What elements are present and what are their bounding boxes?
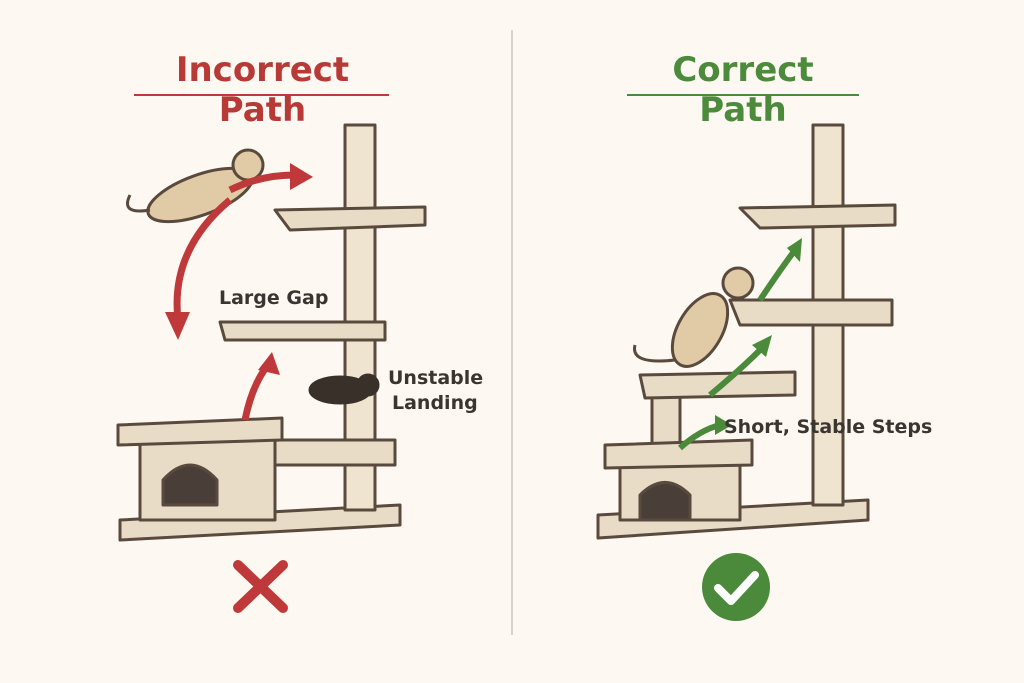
cat-tree-incorrect: [116, 123, 427, 542]
arrow-head: [787, 238, 802, 262]
title-underline: [627, 94, 859, 96]
red-x-icon: [233, 560, 288, 613]
incorrect-path-title: Incorrect Path: [175, 50, 350, 130]
title-underline: [134, 94, 389, 96]
stable-steps-label: Short, Stable Steps: [724, 416, 933, 438]
climbing-cat: [633, 266, 755, 368]
green-check-icon: [702, 553, 770, 621]
arrow-head: [290, 163, 313, 190]
arrow-head: [258, 352, 280, 375]
large-gap-label: Large Gap: [219, 287, 329, 309]
arrow-head: [752, 335, 772, 357]
correct-path-title: Correct Path: [672, 50, 814, 130]
arrow-head: [715, 415, 732, 435]
cat-tree-correct: [596, 123, 897, 540]
jumping-cat: [126, 148, 265, 224]
unstable-label-line1: Unstable: [388, 367, 484, 389]
falling-cat: [308, 373, 380, 405]
arrow-head: [165, 312, 190, 340]
unstable-label-line2: Landing: [392, 392, 478, 414]
